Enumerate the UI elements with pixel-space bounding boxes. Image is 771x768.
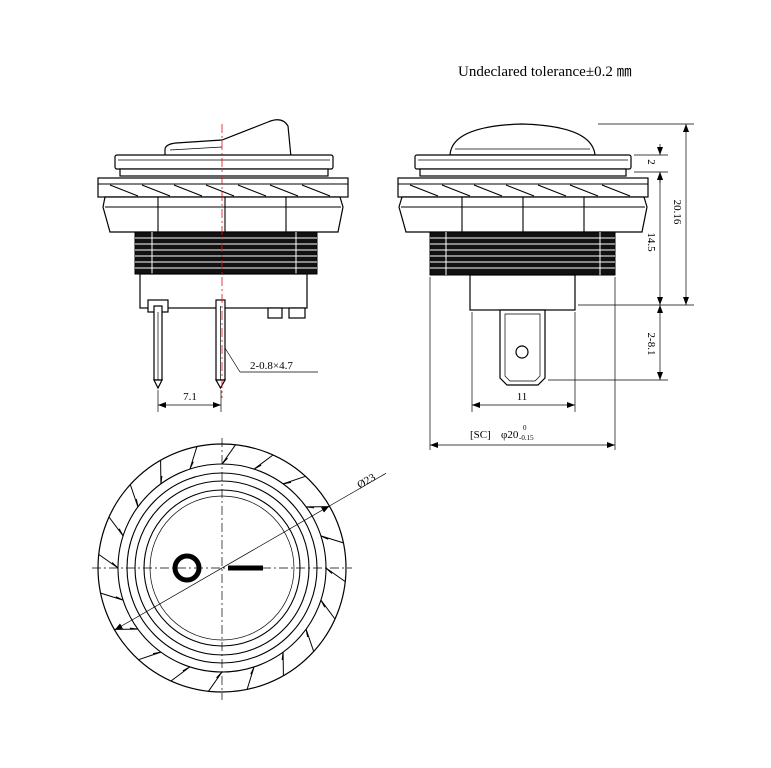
bezel-tooth [129, 484, 139, 508]
mounting-nut [398, 196, 648, 233]
bezel-tooth [170, 666, 191, 682]
threaded-body [134, 231, 318, 275]
terminal-size-label: 2-0.8×4.7 [250, 360, 293, 372]
terminal-pins [153, 299, 227, 390]
body-height-label: 14.5 [645, 232, 657, 252]
cap-height-label: 2 [645, 159, 657, 165]
toothed-ring [97, 177, 349, 198]
bezel-cap [114, 154, 334, 177]
bezel-tooth [305, 628, 315, 652]
dimension-total-height: 20.16 [671, 124, 689, 305]
dome-actuator [449, 123, 596, 156]
bezel-tooth [282, 475, 306, 485]
bezel-tooth [281, 652, 284, 676]
lower-housing [469, 274, 576, 311]
dimension-terminal-width: 11 [471, 312, 576, 412]
bezel-tooth [160, 460, 163, 484]
toothed-ring [397, 177, 649, 198]
dimension-body-height: 14.5 [645, 172, 663, 305]
terminal-width-label: 11 [517, 391, 528, 403]
dimension-terminal-length: 2-8.1 [645, 305, 663, 380]
panel-cutout-prefix: [SC] [470, 429, 491, 441]
dimension-extension-lines [548, 123, 694, 381]
tolerance-note: Undeclared tolerance±0.2 ㎜ [458, 64, 632, 80]
rocker-actuator [164, 119, 292, 158]
outer-diameter-label: Ø23 [355, 471, 378, 491]
front-view: Ø23 [92, 438, 387, 700]
panel-cutout-upper-tolerance: 0 [523, 424, 527, 432]
dimension-cap-height: 2 [645, 144, 663, 183]
dimension-terminal-pitch: 7.1 [157, 390, 222, 412]
terminal-pitch-label: 7.1 [183, 391, 197, 403]
quick-connect-terminal [499, 309, 546, 386]
bezel-tooth [207, 671, 223, 692]
bezel-tooth [189, 446, 198, 470]
bezel-cap [414, 154, 632, 177]
terminal-length-label: 2-8.1 [645, 333, 657, 356]
bezel-tooth [246, 666, 255, 690]
side-view-left: 7.1 2-0.8×4.7 [97, 119, 349, 412]
bezel-tooth [221, 444, 237, 465]
panel-cutout-diameter: φ20 [501, 429, 519, 441]
total-height-label: 20.16 [671, 200, 683, 225]
bezel-tooth [138, 651, 162, 661]
dimension-terminal-size: 2-0.8×4.7 [224, 347, 318, 373]
mounting-nut [102, 196, 344, 233]
side-view-right: 2 14.5 20.16 2-8.1 11 [SC] φ20 0 [397, 123, 694, 450]
threaded-body [429, 231, 616, 276]
panel-cutout-lower-tolerance: -0.15 [519, 434, 534, 442]
bezel-tooth [253, 454, 274, 470]
dimension-panel-cutout: [SC] φ20 0 -0.15 [429, 277, 616, 450]
